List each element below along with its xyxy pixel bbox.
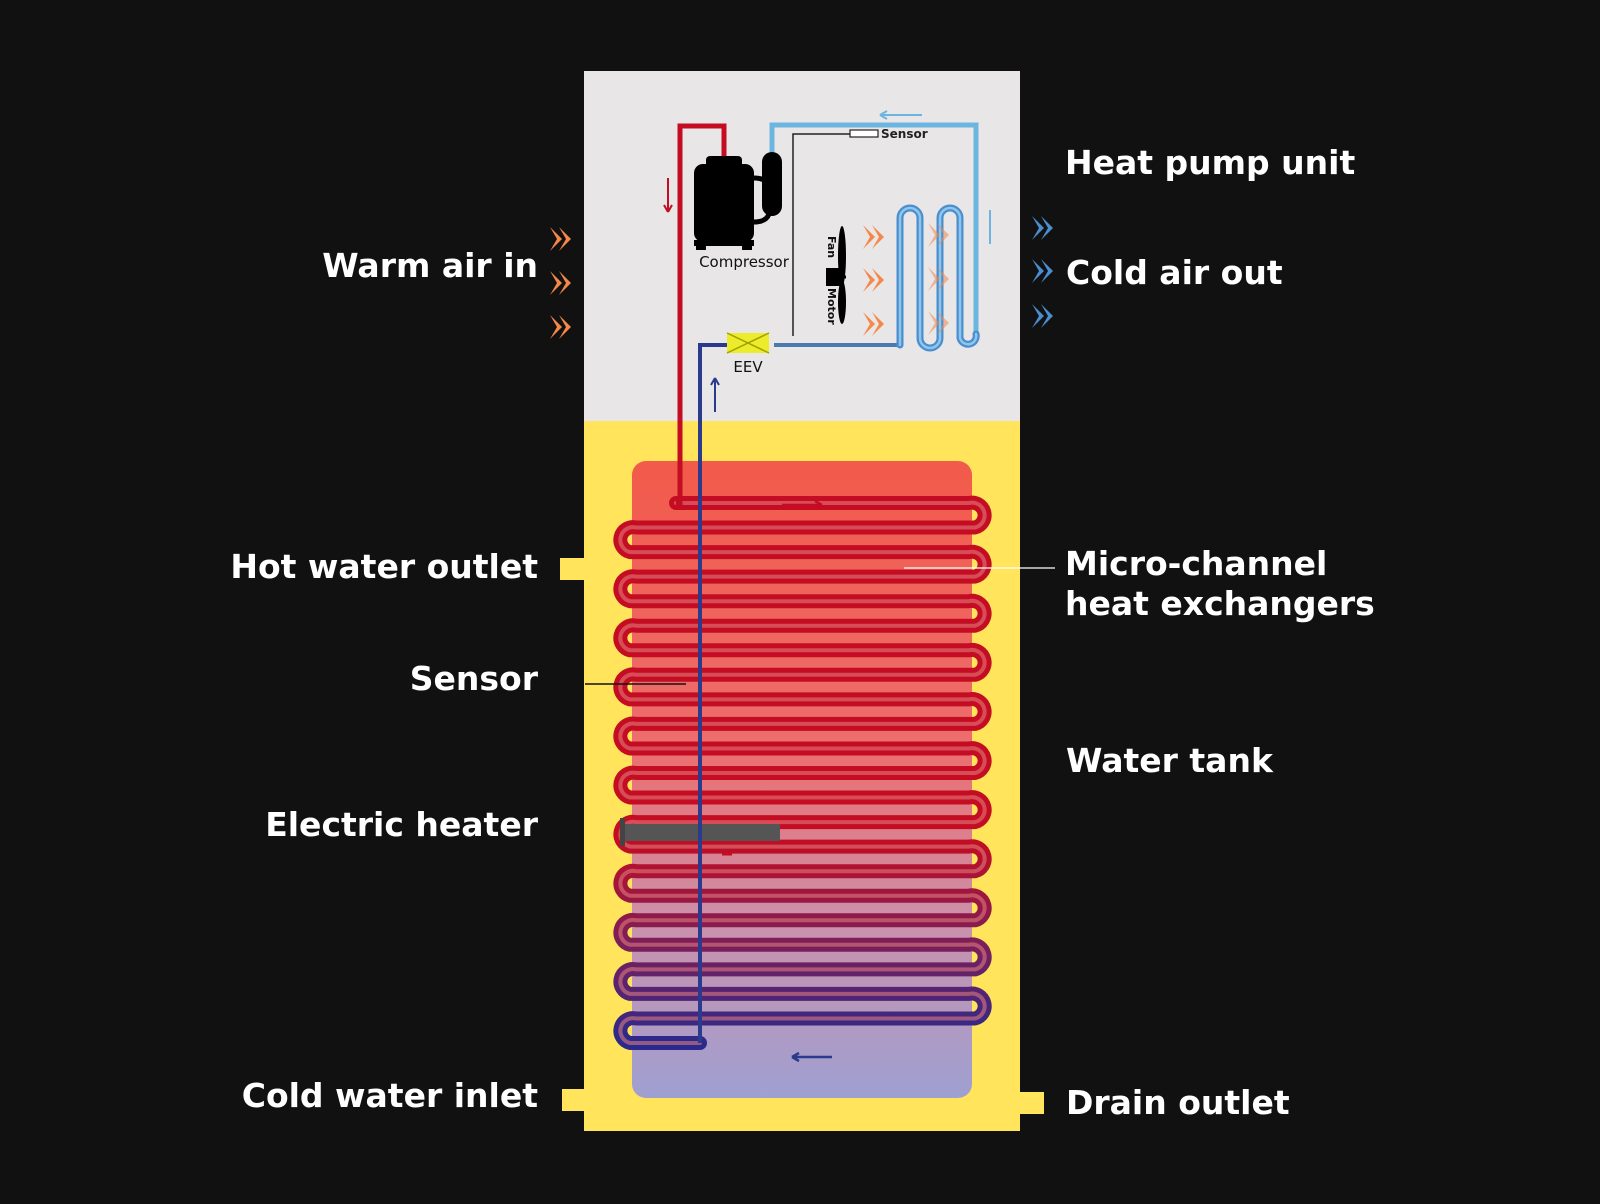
motor-label: Motor <box>825 288 838 325</box>
suction-line <box>769 122 979 334</box>
flow-arrow-icon <box>791 1051 832 1063</box>
sensor-label: Sensor <box>409 659 538 698</box>
drain-outlet-fitting <box>1018 1092 1044 1114</box>
heat-pump-unit-label: Heat pump unit <box>1065 143 1356 182</box>
flow-arrow-icon <box>663 178 673 213</box>
evaporator-coil-inner <box>898 206 978 350</box>
hot-water-outlet-label: Hot water outlet <box>230 547 538 586</box>
cold-water-inlet-fitting <box>562 1089 586 1111</box>
fan-label: Fan <box>825 236 838 258</box>
warm-air-arrow-icon <box>550 227 571 339</box>
micro-channel-label-line1: Micro-channel <box>1065 544 1328 583</box>
water-tank-label: Water tank <box>1066 741 1273 780</box>
cold-air-arrow-icon <box>1032 216 1053 328</box>
compressor-label: Compressor <box>699 253 790 271</box>
sensor-wire <box>792 133 850 336</box>
micro-channel-label-line2: heat exchangers <box>1065 584 1375 623</box>
flow-arrow-icon <box>782 499 823 511</box>
fan-motor-icon <box>826 226 846 324</box>
heat-pump-unit-panel <box>584 71 1020 421</box>
drain-outlet-label: Drain outlet <box>1066 1083 1290 1122</box>
compressor-icon <box>694 152 782 250</box>
warm-air-in-label: Warm air in <box>322 246 538 285</box>
micro-channel-coil-inner <box>618 500 987 1045</box>
flow-arrow-icon <box>710 377 720 412</box>
electric-heater-label: Electric heater <box>265 805 538 844</box>
eev-label: EEV <box>733 358 763 376</box>
cold-refrigerant-line <box>698 343 734 1043</box>
micro-channel-heat-exchangers-label: Micro-channel heat exchangers <box>1065 544 1375 624</box>
flow-arrow-icon <box>879 110 922 120</box>
hot-water-outlet-fitting <box>560 558 586 580</box>
hot-refrigerant-line <box>676 123 727 506</box>
unit-sensor-label: Sensor <box>881 127 928 141</box>
electric-heater-flange <box>620 818 625 846</box>
cold-water-inlet-label: Cold water inlet <box>241 1076 538 1115</box>
eev-valve-icon <box>726 332 770 354</box>
cold-air-out-label: Cold air out <box>1066 253 1283 292</box>
sensor-probe <box>849 129 879 138</box>
